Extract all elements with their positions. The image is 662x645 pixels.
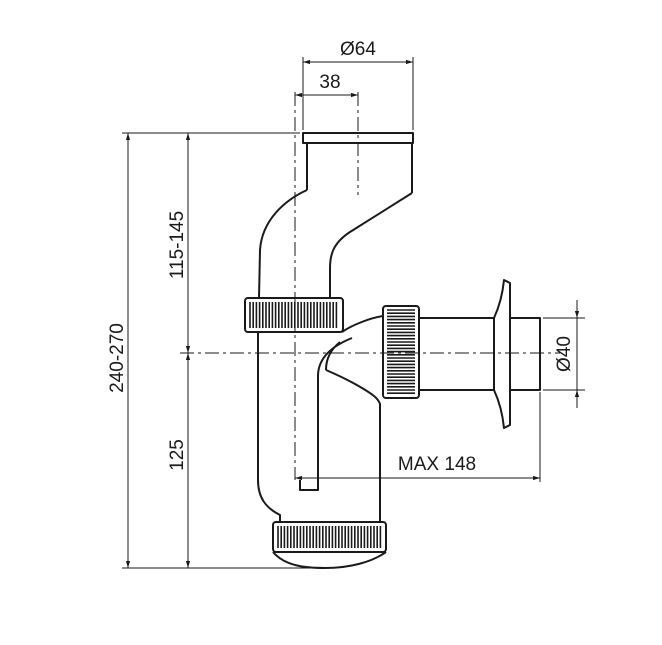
upper-nut: [244, 297, 344, 333]
outlet-tube: [419, 317, 494, 391]
side-nut: [382, 305, 420, 399]
tee-inner-walls: [299, 369, 381, 522]
label-inner-width: 38: [319, 72, 340, 93]
label-outer-diameter: Ø64: [340, 39, 376, 60]
tee-inner-curve: [317, 337, 353, 377]
center-lines: [180, 92, 560, 480]
dimension-labels: Ø64 38 115-145 240-270 125 MAX 148 Ø40: [107, 39, 575, 475]
label-upper-height: 115-145: [167, 211, 188, 279]
label-total-height: 240-270: [107, 323, 128, 393]
bend-right-wall: [329, 192, 413, 298]
bottom-dome: [272, 551, 387, 569]
label-lower-height: 125: [167, 439, 188, 471]
tee-left-wall: [257, 332, 281, 522]
dimension-lines: [122, 57, 585, 569]
wall-flange: [493, 279, 541, 429]
inlet-tube: [306, 143, 413, 193]
label-outlet-diameter: Ø40: [554, 336, 575, 372]
bend-left-wall: [258, 189, 308, 299]
label-outlet-length: MAX 148: [398, 454, 476, 475]
tee-upper-branch: [341, 315, 384, 333]
bottom-nut: [272, 521, 387, 553]
siphon-body: [244, 132, 541, 569]
